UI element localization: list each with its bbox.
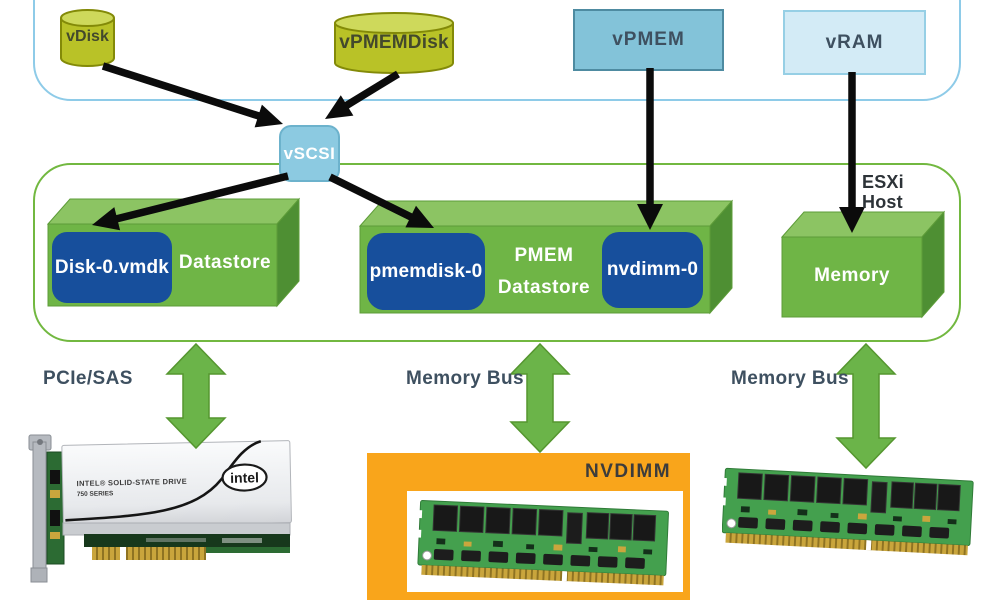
vm-container [33, 0, 961, 101]
vram-label: vRAM [825, 31, 884, 53]
arrow-vpmemdisk-to-vscsi [325, 70, 400, 119]
ssd-bracket [28, 434, 52, 583]
vpmem-label: vPMEM [612, 29, 685, 50]
memory-label: Memory [814, 265, 890, 286]
pcie-sas-label: PCIe/SAS [43, 368, 133, 389]
nvdimm0-chip: nvdimm-0 [602, 232, 703, 308]
nvdimm-callout-box: NVDIMM [367, 453, 690, 600]
esxi-host-label-line1: ESXi [862, 172, 904, 192]
ssd-brand-text-line2: 750 SERIES [77, 490, 114, 498]
nvdimm-box-label: NVDIMM [585, 461, 672, 482]
arrow-vdisk-to-vscsi [101, 62, 283, 128]
bus-arrows [165, 342, 897, 470]
vdisk-label: vDisk [66, 28, 109, 45]
disk0-vmdk-chip: Disk-0.vmdk [52, 232, 172, 303]
arrow-vpmem-to-nvdimm [637, 68, 663, 230]
arrow-vscsi-to-disk0 [92, 172, 289, 231]
arrow-vscsi-to-pmemdisk [328, 173, 434, 228]
esxi-host-label: ESXi Host [862, 172, 904, 212]
esxi-host-container [33, 163, 961, 342]
vdisk-cylinder [60, 9, 115, 67]
nvdimm-photo-inset [407, 491, 683, 592]
nvdimm0-label: nvdimm-0 [606, 259, 699, 280]
arrow-vram-to-memory [839, 72, 865, 233]
ssd-body: INTEL® SOLID-STATE DRIVE 750 SERIES inte… [61, 439, 292, 528]
memory-bus-arrow-middle [509, 342, 571, 454]
vpmemdisk-label: vPMEMDisk [339, 32, 449, 53]
pmemdisk0-label: pmemdisk-0 [369, 260, 483, 282]
disk0-vmdk-label: Disk-0.vmdk [54, 256, 170, 278]
ssd-lower-board [62, 522, 291, 560]
esxi-host-label-line2: Host [862, 192, 903, 212]
memory-bus-arrow-right [835, 342, 897, 470]
memory-bus-label-right: Memory Bus [731, 368, 850, 389]
datastore-label: Datastore [178, 252, 272, 273]
black-arrows [92, 62, 865, 233]
vram-node: vRAM [783, 10, 926, 75]
pmem-datastore-label-line2: Datastore [497, 277, 591, 298]
vpmemdisk-cylinder [334, 12, 454, 74]
memory-box [780, 210, 946, 319]
ssd-brand-text-line1: INTEL® SOLID-STATE DRIVE [77, 477, 188, 488]
vscsi-label: vSCSI [283, 143, 336, 163]
vscsi-node: vSCSI [279, 125, 340, 182]
pmem-datastore-label-line1: PMEM [514, 245, 574, 266]
pmemdisk0-chip: pmemdisk-0 [367, 233, 485, 310]
pcie-bus-arrow [165, 342, 227, 450]
intel-ssd-image: INTEL® SOLID-STATE DRIVE 750 SERIES inte… [28, 434, 292, 583]
ssd-intel-logo: intel [230, 469, 259, 486]
pmem-datastore-label: PMEM Datastore [486, 240, 602, 304]
memory-bus-label-middle: Memory Bus [406, 368, 525, 389]
